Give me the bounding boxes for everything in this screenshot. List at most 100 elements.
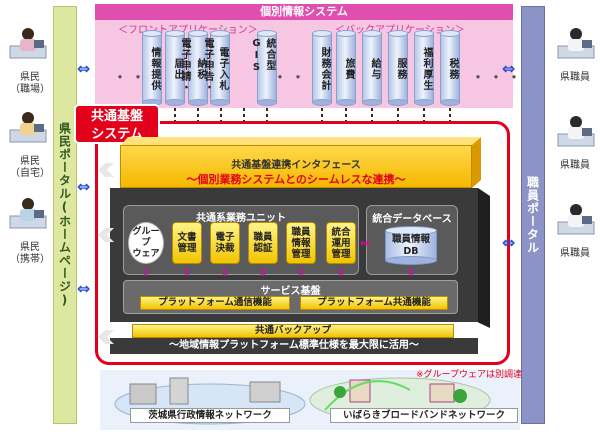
common-business-unit-title: 共通系業務ユニット — [196, 213, 286, 224]
unit-db-double-arrow: ⇔ — [360, 236, 371, 250]
core-system-badge: 共通基盤 システム — [74, 104, 160, 144]
citizen-label: 県民（自宅） — [10, 156, 50, 180]
integration-interface — [120, 145, 472, 188]
front-apps-label: ＜フロントアプリケーション＞ — [118, 25, 258, 36]
staff-authentication: 職員認証 — [248, 222, 278, 264]
platform-communication: プラットフォーム通信機能 — [140, 296, 290, 310]
citizen-label: 県民（職場） — [10, 72, 50, 96]
citizen-portal-bar: 県民ポータル(ホームページ) — [53, 6, 77, 424]
left-chevron-icon — [98, 163, 114, 177]
pref-admin-network-label: 茨城県行政情報ネットワーク — [130, 408, 290, 423]
app-tax-payment: 納税 — [188, 30, 208, 106]
groupware-line2: ウェア — [132, 248, 160, 259]
unit-item-line: 決裁 — [215, 243, 235, 254]
unit-item-line: 情報 — [291, 237, 311, 249]
app-financial-accounting: 財務会計 — [312, 30, 332, 106]
app-label: 福利厚生 — [421, 47, 432, 91]
app-welfare: 福利厚生 — [414, 30, 434, 106]
app-label: 財務会計 — [319, 47, 330, 91]
app-label: 統合型GIS — [251, 38, 275, 74]
vertical-link-icon: ⇕ — [220, 266, 230, 279]
unit-item-line: 電子 — [215, 232, 235, 243]
unit-item-line: 統合 — [331, 226, 351, 238]
staff-portal-label: 職員ポータル — [525, 176, 540, 254]
common-backup: 共通バックアップ — [132, 324, 454, 338]
unit-item-line: 職員 — [253, 232, 273, 243]
staff-db-cylinder — [385, 226, 437, 266]
groupware-line1: グループ — [132, 226, 160, 248]
app-label: 納税 — [195, 58, 206, 80]
core-badge-line1: 共通基盤 — [90, 109, 143, 124]
app-sub-label: 電子申告・ — [202, 38, 213, 93]
citizen-label-line1: 県民 — [20, 156, 40, 167]
app-label: 服務 — [395, 58, 406, 80]
vertical-link-icon: ⇕ — [296, 266, 306, 279]
unit-item-line: 認証 — [253, 243, 273, 254]
staff-person-icon — [556, 26, 596, 64]
citizen-portal-label: 県民ポータル(ホームページ) — [57, 122, 72, 308]
app-salary: 給与 — [362, 30, 382, 106]
unit-item-line: 管理 — [177, 243, 197, 254]
citizen-label-line1: 県民 — [20, 242, 40, 253]
citizen-label-line1: 県民 — [20, 72, 40, 83]
staff-person-icon — [556, 114, 596, 152]
citizen-person-icon — [8, 26, 48, 64]
app-taxation: 税務 — [440, 30, 460, 106]
individual-systems-header: 個別情報システム — [95, 4, 513, 20]
unit-item-line: 管理 — [291, 248, 311, 260]
app-attendance: 服務 — [388, 30, 408, 106]
left-chevron-icon — [98, 330, 114, 344]
interface-top-face — [120, 137, 480, 146]
unit-item-line: 文書 — [177, 232, 197, 243]
app-label: 届出 — [172, 58, 183, 80]
interface-side-face — [472, 137, 481, 188]
vertical-link-icon: ⇕ — [406, 266, 416, 279]
unit-item-line: 管理 — [331, 248, 351, 260]
integrated-operation-management: 統合運用管理 — [326, 222, 356, 264]
citizen-label: 県民（携帯） — [10, 242, 50, 266]
citizen-person-icon — [8, 196, 48, 234]
left-double-arrow-icon: ⇔ — [77, 279, 91, 298]
app-sub-label: 電子申請・ — [179, 38, 190, 93]
groupware-oval: グループ ウェア — [128, 222, 164, 264]
app-travel-expense: 旅費 — [336, 30, 356, 106]
citizen-label-line2: （携帯） — [10, 254, 50, 265]
back-ellipsis: ・・・ — [470, 68, 525, 87]
staff-label: 県職員 — [560, 72, 590, 83]
vertical-link-icon: ⇕ — [336, 266, 346, 279]
vertical-link-icon: ⇕ — [258, 266, 268, 279]
app-label: 電子入札 — [217, 47, 228, 91]
db-label-line2: DB — [403, 246, 419, 257]
groupware-note: ※グループウェアは別調達 — [416, 370, 523, 380]
app-label: 給与 — [369, 58, 380, 80]
db-label-line1: 職員情報 — [391, 234, 430, 245]
platform-common: プラットフォーム共通機能 — [300, 296, 448, 310]
app-label: 情報提供 — [149, 47, 160, 91]
right-double-arrow-icon: ⇔ — [502, 233, 516, 252]
app-integrated-gis: 統合型GIS — [251, 30, 277, 106]
left-double-arrow-icon: ⇔ — [77, 59, 91, 78]
service-platform-title: サービス基盤 — [260, 286, 321, 297]
document-management: 文書管理 — [172, 222, 202, 264]
broadband-network-label: いばらきブロードバンドネットワーク — [330, 408, 518, 423]
staff-label: 県職員 — [560, 248, 590, 259]
citizen-person-icon — [8, 110, 48, 148]
app-label: 旅費 — [343, 58, 354, 80]
middle-ellipsis: ・・・ — [272, 68, 327, 87]
app-e-bidding: 電子入札 — [210, 30, 230, 106]
staff-portal-bar: 職員ポータル — [521, 6, 545, 424]
app-notification: 届出 — [165, 30, 185, 106]
staff-person-icon — [556, 202, 596, 240]
vertical-link-icon: ⇕ — [182, 266, 192, 279]
staff-db-label: 職員情報 DB — [385, 234, 437, 258]
app-info-provision: 情報提供 — [142, 30, 162, 106]
citizen-label-line2: （職場） — [10, 84, 50, 95]
unit-item-line: 運用 — [331, 237, 351, 249]
integrated-database-title: 統合データベース — [372, 214, 452, 225]
right-double-arrow-icon: ⇔ — [502, 59, 516, 78]
e-approval: 電子決裁 — [210, 222, 240, 264]
interface-title: 共通基盤連携インタフェース — [231, 160, 361, 171]
app-label: 税務 — [447, 58, 458, 80]
left-double-arrow-icon: ⇔ — [77, 177, 91, 196]
left-chevron-icon — [98, 228, 114, 242]
